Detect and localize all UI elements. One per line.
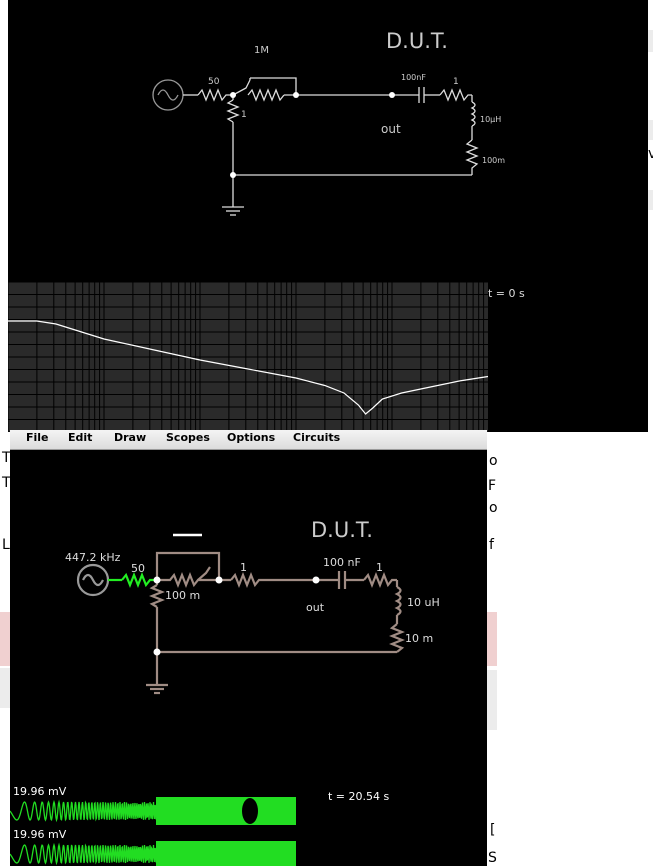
bg-char: T (2, 450, 11, 466)
bg-fragment (0, 612, 12, 666)
bg-char: f (489, 537, 494, 553)
bg-fragment (648, 120, 653, 140)
label-100m: 100m (482, 156, 505, 165)
app-label-pot-1: 1 (240, 561, 247, 574)
app-label-10m: 10 m (405, 632, 433, 645)
label-out: out (381, 122, 401, 136)
app-label-100nf: 100 nF (323, 556, 361, 569)
label-100nf: 100nF (401, 73, 426, 82)
bg-fragment (648, 30, 653, 52)
dut-title: D.U.T. (386, 29, 448, 53)
menu-draw[interactable]: Draw (114, 431, 147, 444)
bg-fragment (487, 670, 497, 730)
menu-circuits[interactable]: Circuits (293, 431, 341, 444)
label-50: 50 (208, 77, 220, 87)
app-label-1: 1 (376, 561, 383, 574)
app-label-out: out (306, 601, 325, 614)
app-label-10uh: 10 uH (407, 596, 440, 609)
bg-fragment (648, 190, 653, 210)
menu-bar: File Edit Draw Scopes Options Circuits (10, 430, 487, 450)
app-canvas[interactable]: D.U.T. 447.2 kHz 50 100 m 1 100 nF 1 10 … (10, 449, 487, 866)
app-label-50: 50 (131, 562, 145, 575)
app-time-label: t = 20.54 s (328, 790, 390, 803)
scope-1[interactable] (10, 797, 296, 825)
app-window[interactable]: File Edit Draw Scopes Options Circuits (10, 430, 487, 866)
bg-char: F (488, 478, 497, 494)
scope1-voltage: 19.96 mV (13, 785, 67, 798)
menu-scopes[interactable]: Scopes (166, 431, 210, 444)
bg-char: o (489, 453, 498, 469)
label-pot-1: 1 (241, 110, 247, 120)
label-10uh: 10μH (480, 115, 501, 124)
scope2-voltage: 19.96 mV (13, 828, 67, 841)
menu-options[interactable]: Options (227, 431, 276, 444)
bg-char: S (488, 850, 497, 866)
label-1m: 1M (254, 45, 269, 56)
label-1: 1 (453, 77, 459, 87)
bg-char: o (489, 500, 498, 516)
bg-fragment (487, 612, 497, 666)
bg-char: L (2, 537, 10, 553)
scope-2[interactable] (10, 841, 296, 866)
response-curve (8, 320, 489, 415)
bode-plot-panel[interactable]: t = 0 s (7, 281, 648, 433)
bg-char: T (2, 475, 11, 491)
label-frequency: 447.2 kHz (65, 551, 121, 564)
bg-char: [ (490, 822, 496, 838)
app-dut-title: D.U.T. (311, 518, 373, 542)
app-label-100m: 100 m (165, 589, 200, 602)
bg-fragment (0, 668, 10, 708)
bode-time-label: t = 0 s (488, 287, 525, 300)
menu-edit[interactable]: Edit (68, 431, 93, 444)
top-schematic-panel[interactable]: D.U.T. 1M 50 1 100nF 1 10μH 100m out (8, 0, 648, 282)
top-schematic: D.U.T. 1M 50 1 100nF 1 10μH 100m out (152, 29, 505, 216)
menu-file[interactable]: File (26, 431, 49, 444)
bg-char: v (648, 146, 653, 162)
bode-plot: t = 0 s (7, 281, 525, 433)
